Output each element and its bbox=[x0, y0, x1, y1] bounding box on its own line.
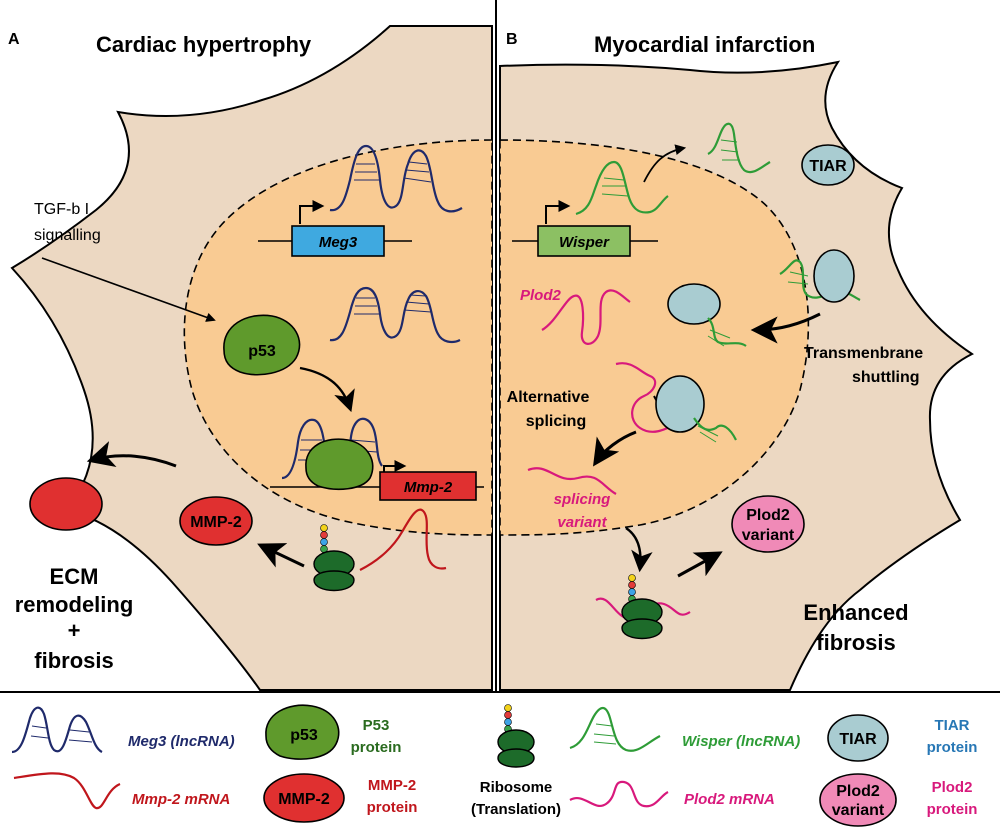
meg3-gene-box bbox=[291, 225, 385, 257]
splicing-arrow-icon bbox=[593, 430, 637, 467]
shuttling-label-1: Transmenbrane bbox=[804, 345, 923, 362]
legend-meg3-label: Meg3 (lncRNA) bbox=[128, 733, 235, 750]
wisper-tiar-complex bbox=[779, 249, 861, 303]
legend-p53-label-1: P53 bbox=[363, 717, 390, 734]
legend-mmp2-label-1: MMP-2 bbox=[368, 777, 416, 794]
mmp2-protein-label: MMP-2 bbox=[190, 514, 242, 531]
splicing-variant-label-2: variant bbox=[557, 514, 607, 531]
legend: Meg3 (lncRNA) p53 P53 protein Ribosome (… bbox=[11, 704, 978, 827]
outcome-b-line2: fibrosis bbox=[816, 630, 895, 655]
mmp2-gene-box bbox=[379, 471, 477, 501]
wisper-gene-label: Wisper bbox=[559, 234, 610, 251]
splicing-complex bbox=[615, 362, 737, 443]
legend-plod2-label-1: Plod2 bbox=[932, 779, 973, 796]
panel-b: B Myocardial infarction Wisper TIAR Tran… bbox=[499, 31, 974, 691]
plod2-variant-protein-label-1: Plod2 bbox=[746, 507, 790, 524]
mmp2-protein-icon bbox=[179, 496, 253, 546]
legend-mmp2-icon-label: MMP-2 bbox=[278, 791, 330, 808]
ribosome-icon-b bbox=[621, 574, 663, 640]
splicing-label-1: Alternative bbox=[507, 389, 590, 406]
tgf-signal-label-1: TGF-b I bbox=[34, 201, 89, 218]
legend-plod2-label-2: protein bbox=[927, 801, 978, 818]
splicing-variant-label-1: splicing bbox=[554, 491, 611, 508]
panel-b-letter: B bbox=[506, 31, 518, 48]
outcome-b-line1: Enhanced bbox=[803, 600, 908, 625]
tiar-protein-icon bbox=[801, 144, 855, 186]
wisper-cytoplasm-icon bbox=[707, 122, 771, 174]
legend-mmp2-mrna-icon bbox=[13, 772, 121, 810]
panel-a-letter: A bbox=[8, 31, 20, 48]
panel-a: A Cardiac hypertrophy TGF-b I signalling… bbox=[8, 25, 493, 691]
legend-plod2-mrna-icon bbox=[569, 780, 669, 808]
plod2-variant-protein-label-2: variant bbox=[742, 527, 795, 544]
mmp2-mrna-icon bbox=[359, 508, 447, 571]
legend-plod2-icon-label-2: variant bbox=[832, 802, 885, 819]
outcome-a-line4: fibrosis bbox=[34, 648, 113, 673]
translation-arrow-icon bbox=[257, 543, 305, 568]
meg3-gene-label: Meg3 bbox=[319, 234, 358, 251]
secretion-arrow-icon bbox=[86, 441, 177, 468]
legend-ribosome-label-1: Ribosome bbox=[480, 779, 553, 796]
wisper-lncrna-icon bbox=[575, 160, 669, 216]
export-arrow-icon bbox=[643, 144, 687, 183]
panel-a-title: Cardiac hypertrophy bbox=[96, 32, 312, 57]
p53-bound-icon bbox=[305, 438, 374, 491]
tgf-signal-label-2: signalling bbox=[34, 227, 101, 244]
variant-translation-arrow-icon bbox=[677, 551, 723, 578]
legend-p53-icon bbox=[265, 704, 340, 760]
legend-wisper-icon bbox=[569, 706, 661, 752]
mmp2-gene-label: Mmp-2 bbox=[404, 479, 453, 496]
shuttling-arrow-icon bbox=[750, 312, 821, 344]
ribosome-icon-a bbox=[313, 524, 355, 592]
legend-tiar-icon bbox=[827, 714, 889, 762]
legend-p53-label-2: protein bbox=[351, 739, 402, 756]
outcome-a-line3: + bbox=[68, 618, 81, 643]
legend-ribosome-label-2: (Translation) bbox=[471, 801, 561, 818]
legend-meg3-icon bbox=[11, 706, 103, 754]
legend-ribosome-icon bbox=[497, 704, 535, 768]
legend-p53-icon-label: p53 bbox=[290, 727, 318, 744]
legend-plod2-mrna-label: Plod2 mRNA bbox=[684, 791, 775, 808]
meg3-lncrna-free bbox=[329, 286, 461, 344]
shuttling-label-2: shuttling bbox=[852, 369, 920, 386]
plod2-mrna-icon bbox=[541, 289, 631, 345]
wisper-tiar-nuclear bbox=[667, 283, 747, 347]
signal-arrow-icon bbox=[41, 257, 216, 322]
splicing-variant-mrna-icon bbox=[527, 467, 617, 495]
splicing-label-2: splicing bbox=[526, 413, 586, 430]
meg3-lncrna-icon bbox=[329, 144, 463, 213]
secreted-mmp2-icon bbox=[29, 477, 103, 531]
legend-plod2-icon-label-1: Plod2 bbox=[836, 783, 880, 800]
outcome-a-line2: remodeling bbox=[15, 592, 134, 617]
variant-export-arrow-icon bbox=[625, 527, 653, 573]
legend-tiar-label-1: TIAR bbox=[935, 717, 970, 734]
plod2-variant-protein-icon bbox=[731, 495, 805, 553]
panel-b-title: Myocardial infarction bbox=[594, 32, 815, 57]
legend-tiar-label-2: protein bbox=[927, 739, 978, 756]
legend-wisper-label: Wisper (lncRNA) bbox=[682, 733, 800, 750]
legend-tiar-icon-label: TIAR bbox=[839, 731, 877, 748]
legend-plod2-icon bbox=[819, 773, 897, 827]
p53-protein-icon bbox=[223, 314, 301, 376]
p53-binding-arrow-icon bbox=[299, 366, 355, 413]
tiar-label: TIAR bbox=[809, 158, 847, 175]
legend-mmp2-icon bbox=[263, 773, 345, 823]
legend-mmp2-label-2: protein bbox=[367, 799, 418, 816]
p53-label: p53 bbox=[248, 343, 276, 360]
outcome-a-line1: ECM bbox=[50, 564, 99, 589]
plod2-mrna-label: Plod2 bbox=[520, 287, 561, 304]
wisper-gene-box bbox=[537, 225, 631, 257]
promoter-arrow-icon bbox=[299, 200, 325, 224]
legend-mmp2-mrna-label: Mmp-2 mRNA bbox=[132, 791, 230, 808]
wisper-promoter-arrow-icon bbox=[545, 200, 571, 224]
